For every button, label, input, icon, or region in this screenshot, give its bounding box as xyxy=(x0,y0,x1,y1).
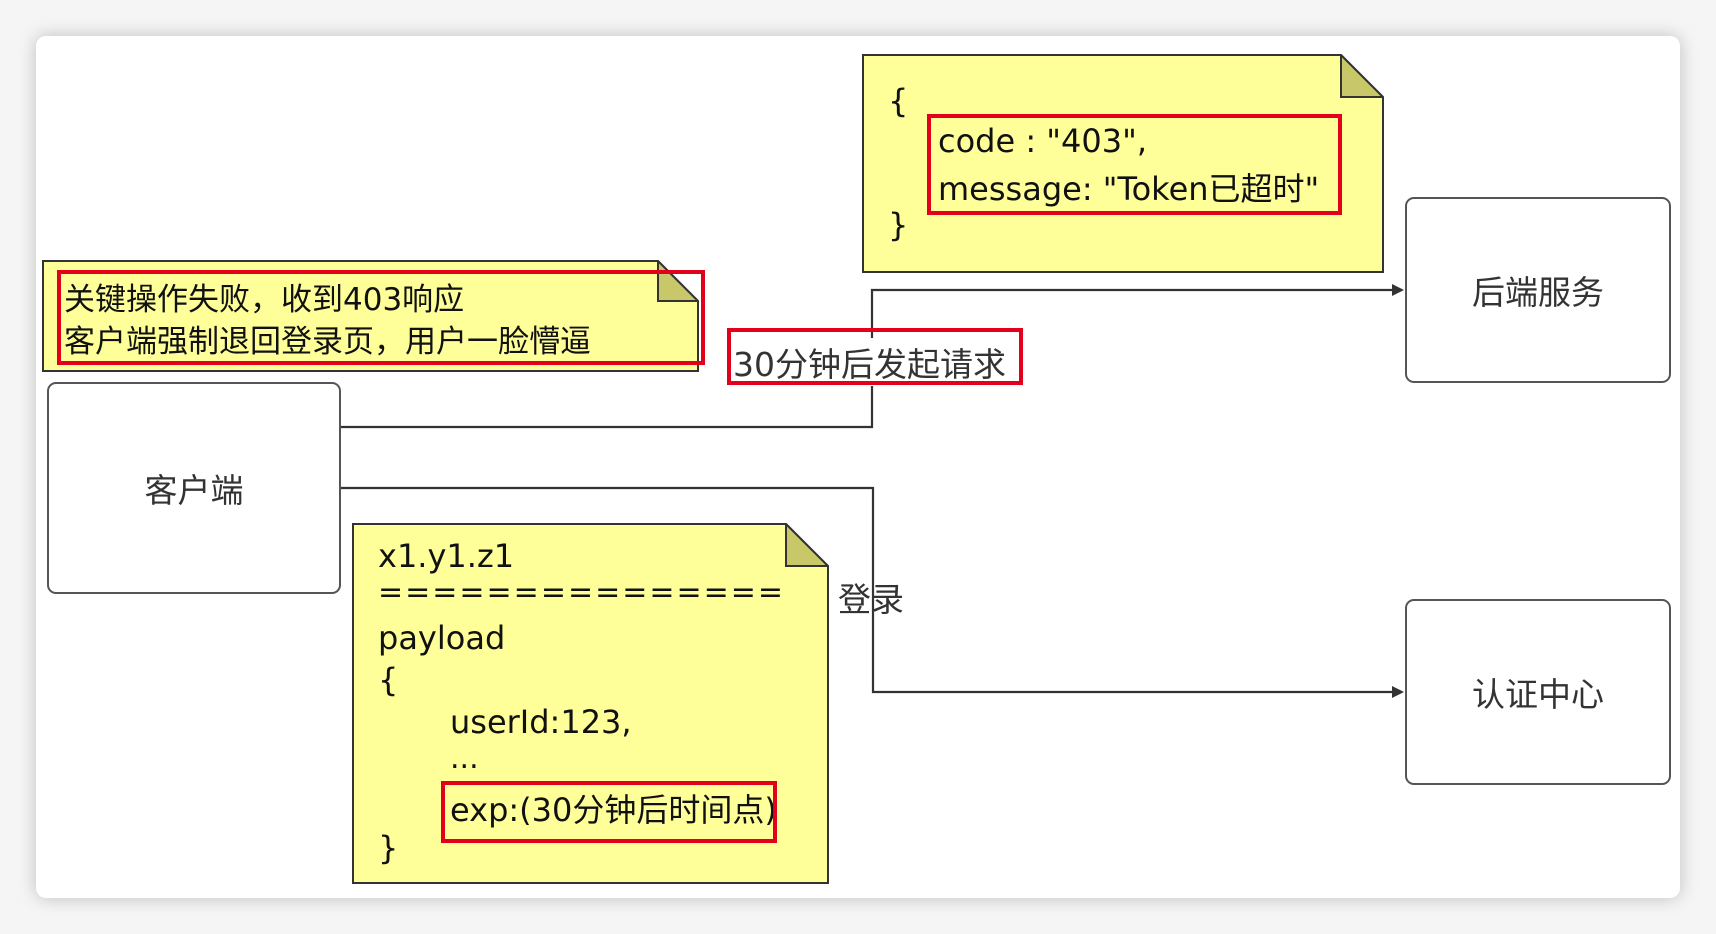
response-note-shape xyxy=(862,54,1384,273)
request-label-highlight xyxy=(727,328,1023,385)
auth-center-label: 认证中心 xyxy=(1472,675,1604,714)
login-edge-label: 登录 xyxy=(838,580,904,619)
response-note[interactable]: { code : "403", message: "Token已超时" } xyxy=(862,54,1384,273)
client-node[interactable]: 客户端 xyxy=(47,382,341,594)
failure-line-1: 关键操作失败，收到403响应 xyxy=(64,282,465,318)
backend-service-label: 后端服务 xyxy=(1472,273,1604,312)
backend-service-node[interactable]: 后端服务 xyxy=(1405,197,1671,383)
payload-open-brace: { xyxy=(378,661,399,699)
response-highlight xyxy=(927,114,1342,215)
payload-ellipsis: ... xyxy=(450,741,479,776)
response-open-brace: { xyxy=(888,82,909,120)
token-divider: =============== xyxy=(378,575,786,610)
token-note-shape xyxy=(352,523,829,884)
client-label: 客户端 xyxy=(144,471,244,510)
failure-highlight xyxy=(57,270,705,365)
response-code-line: code : "403", xyxy=(938,122,1147,160)
response-message-line: message: "Token已超时" xyxy=(938,170,1320,208)
failure-note-shape xyxy=(42,260,699,372)
payload-user-id: userId:123, xyxy=(450,703,632,741)
payload-close-brace: } xyxy=(378,829,399,867)
request-edge-label: 30分钟后发起请求 xyxy=(733,338,1006,386)
failure-note[interactable]: 关键操作失败，收到403响应 客户端强制退回登录页，用户一脸懵逼 xyxy=(42,260,705,372)
exp-highlight xyxy=(441,781,777,843)
failure-line-2: 客户端强制退回登录页，用户一脸懵逼 xyxy=(64,324,591,360)
token-string: x1.y1.z1 xyxy=(378,537,515,575)
token-note[interactable]: x1.y1.z1 =============== payload { userI… xyxy=(352,523,829,884)
payload-exp: exp:(30分钟后时间点) xyxy=(450,791,777,829)
payload-label: payload xyxy=(378,619,506,657)
response-close-brace: } xyxy=(888,206,909,244)
auth-center-node[interactable]: 认证中心 xyxy=(1405,599,1671,785)
